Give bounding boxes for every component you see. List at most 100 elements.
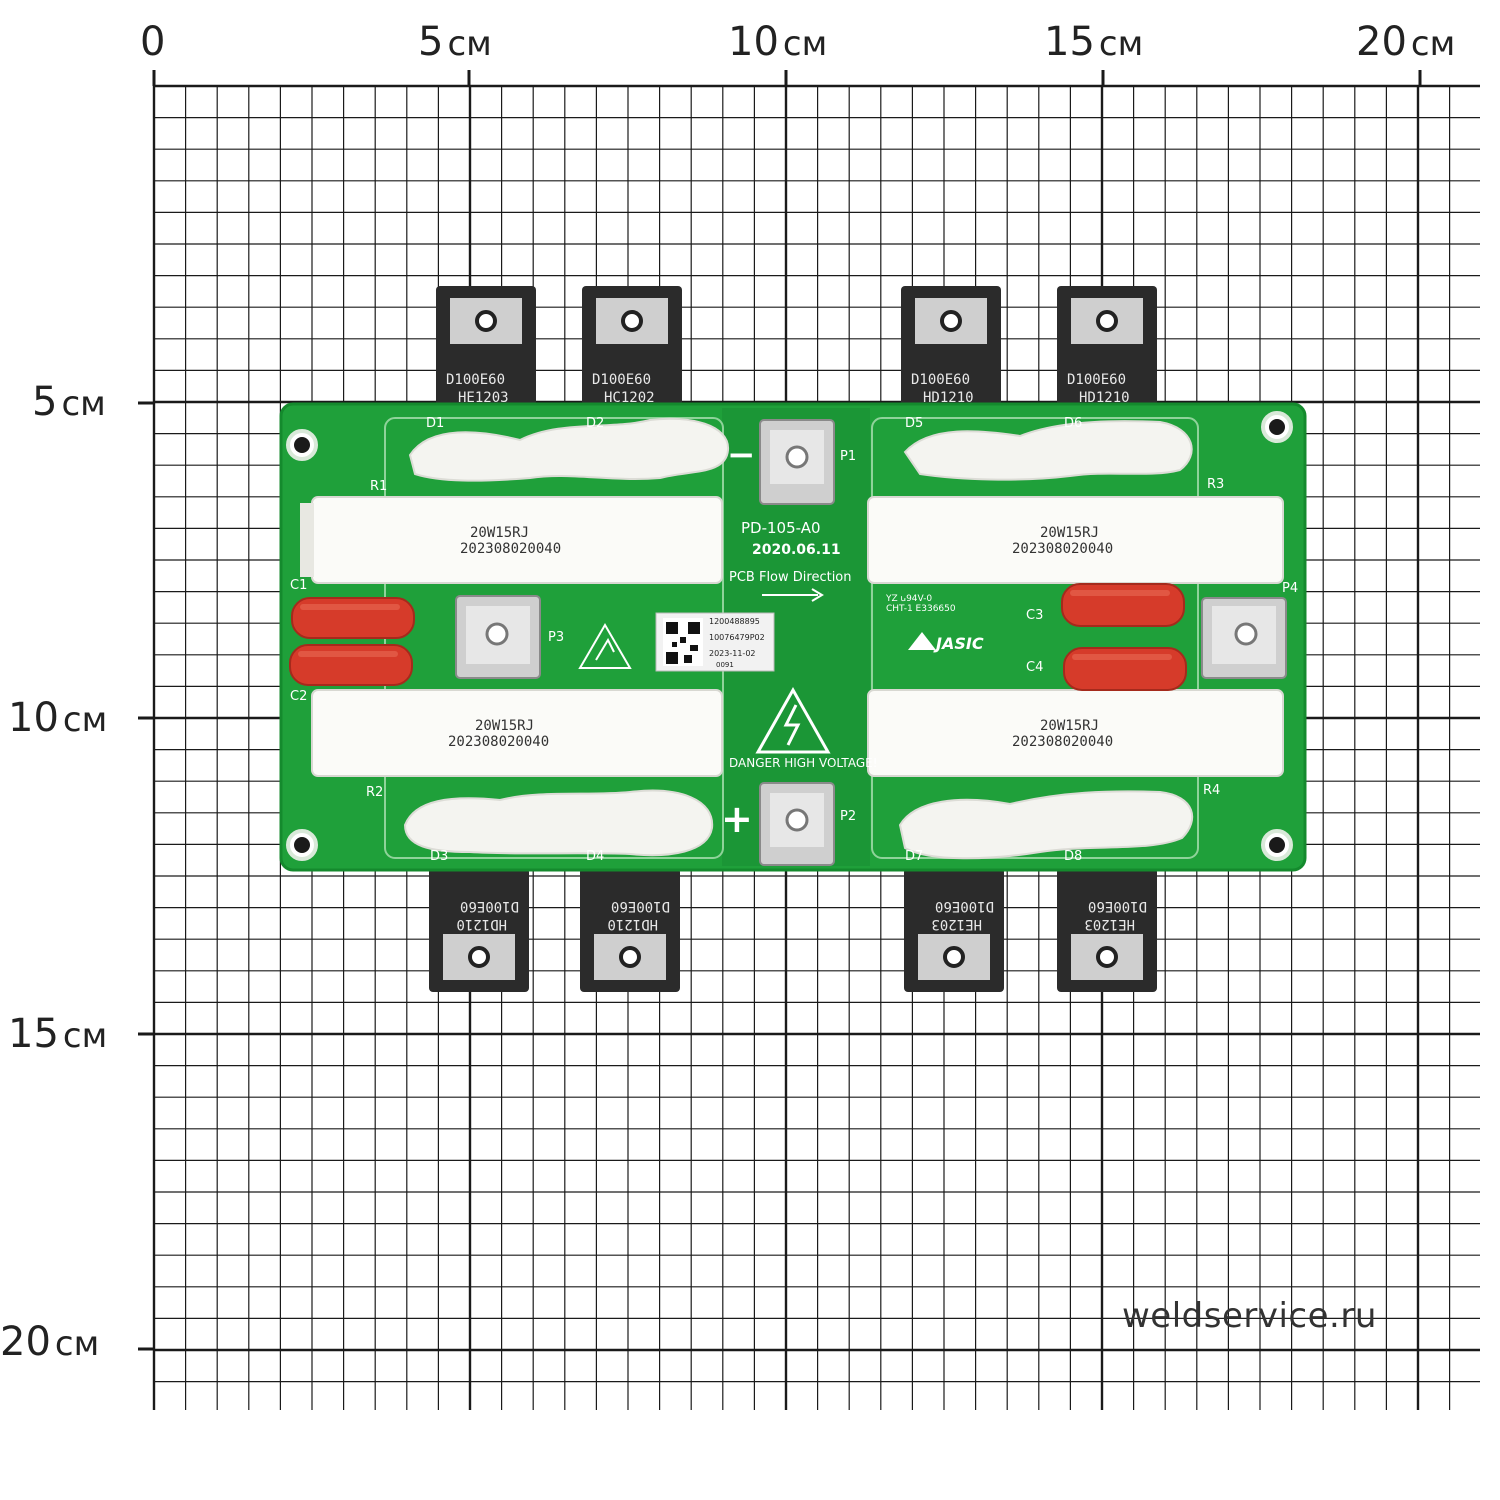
capacitor-c1	[291, 597, 415, 639]
ref-d3: D3	[430, 849, 448, 864]
terminal-p4	[1201, 597, 1287, 679]
thermal-paste	[408, 417, 730, 482]
esd-warning-icon	[578, 623, 632, 669]
capacitor-c3	[1061, 583, 1185, 627]
resistor-model: 20W15RJ	[470, 525, 529, 541]
power-resistor-r4: 20W15RJ 202308020040	[867, 689, 1284, 777]
ref-p1: P1	[840, 449, 856, 464]
high-voltage-warning-icon	[755, 686, 831, 754]
diode-lot-label: HE1203	[931, 916, 982, 932]
ref-r1: R1	[370, 479, 387, 494]
ref-p3: P3	[548, 630, 564, 645]
thermal-paste	[403, 789, 714, 857]
diode-part-label: D100E60	[911, 372, 970, 388]
diode-part-label: D100E60	[935, 898, 994, 914]
sticker-line-1: 1200488895	[709, 617, 760, 626]
sticker-line-4: 0091	[716, 661, 734, 669]
diode-part-label: D100E60	[592, 372, 651, 388]
ul-mark: YZ ꭎ94V-0	[885, 594, 932, 604]
diode-lot-label: HC1202	[604, 390, 655, 406]
resistor-serial: 202308020040	[1012, 734, 1113, 750]
ref-d2: D2	[586, 416, 604, 431]
diode-part-label: D100E60	[446, 372, 505, 388]
resistor-model: 20W15RJ	[1040, 525, 1099, 541]
plus-sign: +	[721, 797, 753, 841]
danger-label: DANGER HIGH VOLTAGE!	[729, 756, 878, 770]
ref-r4: R4	[1203, 783, 1220, 798]
power-resistor-r3: 20W15RJ 202308020040	[867, 496, 1284, 584]
ref-d4: D4	[586, 849, 604, 864]
diode-part-label: D100E60	[460, 898, 519, 914]
resistor-model: 20W15RJ	[1040, 718, 1099, 734]
diodes-bottom-row: D100E60HD1210D100E60HD1210D100E60HE1203D…	[429, 868, 1157, 992]
flow-direction-label: PCB Flow Direction	[729, 570, 852, 585]
ref-c2: C2	[290, 689, 307, 704]
resistor-serial: 202308020040	[448, 734, 549, 750]
minus-sign: −	[727, 435, 756, 475]
thermal-paste	[898, 790, 1194, 860]
ref-d8: D8	[1064, 849, 1082, 864]
top-tick-0: 0	[140, 19, 166, 65]
terminal-p1	[759, 419, 835, 505]
thermal-paste	[903, 420, 1193, 481]
ref-r2: R2	[366, 785, 383, 800]
mounting-hole	[1261, 411, 1293, 443]
terminal-p3	[455, 595, 541, 679]
board-name: PD-105-A0	[741, 519, 821, 537]
sticker-line-2: 10076479P02	[709, 633, 765, 642]
pcb-board: 20W15RJ 202308020040 20W15RJ 20230802004…	[279, 402, 1307, 872]
diode-lot-label: HE1203	[458, 390, 509, 406]
mounting-hole	[286, 429, 318, 461]
arrow-right-icon	[762, 588, 824, 602]
diode-lot-label: HD1210	[1079, 390, 1130, 406]
ul-code: CHT-1 E336650	[886, 604, 956, 614]
ref-c4: C4	[1026, 660, 1043, 675]
power-resistor-r2: 20W15RJ 202308020040	[311, 689, 723, 777]
jasic-logo-icon	[908, 632, 936, 650]
mounting-hole	[286, 829, 318, 861]
capacitor-c2	[289, 644, 413, 686]
ref-c1: C1	[290, 578, 307, 593]
sticker-line-3: 2023-11-02	[709, 649, 756, 658]
board-date: 2020.06.11	[752, 542, 841, 558]
watermark: weldservice.ru	[1122, 1296, 1377, 1336]
ref-d1: D1	[426, 416, 444, 431]
ref-c3: C3	[1026, 608, 1043, 623]
terminal-p2	[759, 782, 835, 866]
ref-d6: D6	[1064, 416, 1082, 431]
diode-lot-label: HD1210	[456, 916, 507, 932]
serial-sticker: 1200488895 10076479P02 2023-11-02 0091	[655, 612, 775, 672]
diode-lot-label: HD1210	[923, 390, 974, 406]
ref-d7: D7	[905, 849, 923, 864]
diode-lot-label: HD1210	[607, 916, 658, 932]
capacitor-c4	[1063, 647, 1187, 691]
ref-r3: R3	[1207, 477, 1224, 492]
qr-code-icon	[666, 622, 700, 664]
ref-p2: P2	[840, 809, 856, 824]
ref-p4: P4	[1282, 581, 1298, 596]
diode-part-label: D100E60	[1067, 372, 1126, 388]
brand-logo: JASIC	[933, 634, 984, 653]
ref-d5: D5	[905, 416, 923, 431]
diode-part-label: D100E60	[611, 898, 670, 914]
resistor-model: 20W15RJ	[475, 718, 534, 734]
mounting-hole	[1261, 829, 1293, 861]
diodes-top-row: D100E60HE1203D100E60HC1202D100E60HD1210D…	[436, 286, 1157, 410]
power-resistor-r1: 20W15RJ 202308020040	[300, 496, 723, 584]
